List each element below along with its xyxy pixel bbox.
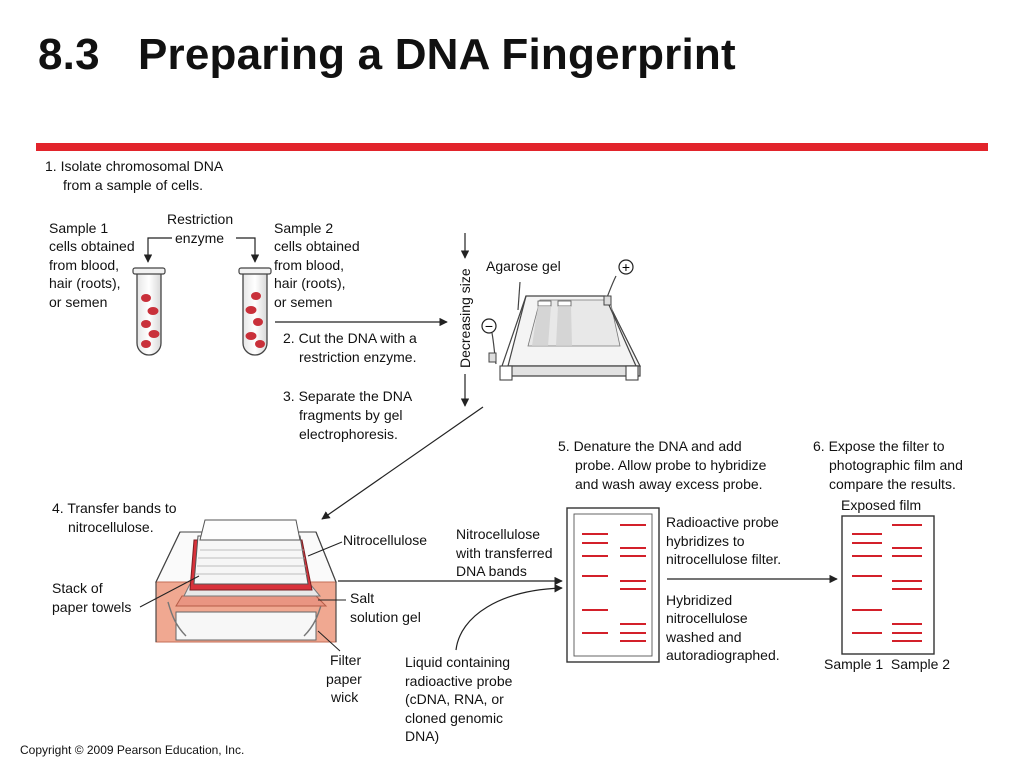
test-tube-sample1	[132, 267, 166, 356]
paper-towels-label: Stack of paper towels	[52, 580, 131, 615]
sample2-line: from blood,	[274, 257, 344, 273]
slide-number: 8.3	[38, 30, 100, 79]
enzyme-arrow-left	[143, 237, 172, 263]
step1-line: 1. Isolate chromosomal DNA	[45, 158, 224, 174]
sample2-label: Sample 2 cells obtained from blood, hair…	[274, 220, 364, 310]
sample1-line: from blood,	[49, 257, 119, 273]
step5-text: 5. Denature the DNA and add probe. Allow…	[558, 438, 770, 492]
arrow-gel-to-blot	[321, 406, 484, 520]
sample2-line: Sample 2	[274, 220, 333, 236]
step1-text: 1. Isolate chromosomal DNA from a sample…	[45, 158, 226, 193]
exposed-film	[841, 515, 935, 655]
film-samples-label: Sample 1 Sample 2	[824, 656, 950, 672]
test-tube-sample2	[238, 267, 272, 356]
salt-solution-gel-label: Salt solution gel	[350, 590, 421, 625]
step2-text: 2. Cut the DNA with a restriction enzyme…	[283, 330, 421, 365]
decreasing-size-label: Decreasing size	[457, 268, 473, 368]
sample1-line: Sample 1	[49, 220, 108, 236]
slide-title-text: Preparing a DNA Fingerprint	[138, 30, 736, 79]
nitrocellulose-filter	[566, 507, 660, 663]
title-divider	[36, 143, 988, 151]
sample2-line: hair (roots),	[274, 275, 346, 291]
nitrocellulose-label: Nitrocellulose	[343, 532, 427, 548]
nitrocellulose-transferred-label: Nitrocellulose with transferred DNA band…	[455, 526, 556, 579]
plus-symbol: +	[622, 259, 630, 275]
sample1-line: hair (roots),	[49, 275, 121, 291]
step1-line: from a sample of cells.	[63, 177, 203, 193]
filter-paper-wick-label: Filter paper wick	[326, 652, 366, 705]
positive-electrode-icon	[618, 259, 634, 275]
enzyme-arrow-right	[236, 237, 260, 263]
sample1-label: Sample 1 cells obtained from blood, hair…	[49, 220, 139, 310]
wick-leader	[317, 630, 341, 652]
liquid-probe-label: Liquid containing radioactive probe (cDN…	[405, 654, 516, 744]
sample2-line: cells obtained	[274, 238, 360, 254]
nitrocellulose-leader	[307, 541, 343, 557]
agarose-gel-label: Agarose gel	[486, 258, 561, 274]
negative-electrode-icon	[481, 318, 497, 334]
sample2-line: or semen	[274, 294, 332, 310]
sample1-line: or semen	[49, 294, 107, 310]
arrow-probe-to-filter	[455, 584, 563, 651]
exposed-film-label: Exposed film	[841, 497, 921, 513]
hybridized-label: Hybridized nitrocellulose washed and aut…	[665, 592, 780, 663]
sample1-line: cells obtained	[49, 238, 135, 254]
restriction-enzyme-label: Restriction enzyme	[167, 211, 237, 246]
slide-title: 8.3 Preparing a DNA Fingerprint	[38, 30, 736, 80]
gel-electrophoresis-apparatus	[488, 275, 641, 381]
step3-text: 3. Separate the DNA fragments by gel ele…	[283, 388, 415, 442]
paper-towels-leader	[139, 575, 200, 608]
step4-text: 4. Transfer bands to nitrocellulose.	[52, 500, 180, 535]
step6-text: 6. Expose the filter to photographic fil…	[813, 438, 967, 492]
minus-symbol: −	[485, 318, 493, 334]
radioactive-probe-label: Radioactive probe hybridizes to nitrocel…	[666, 514, 783, 567]
copyright-notice: Copyright © 2009 Pearson Education, Inc.	[20, 743, 245, 757]
blotting-apparatus	[155, 519, 337, 643]
